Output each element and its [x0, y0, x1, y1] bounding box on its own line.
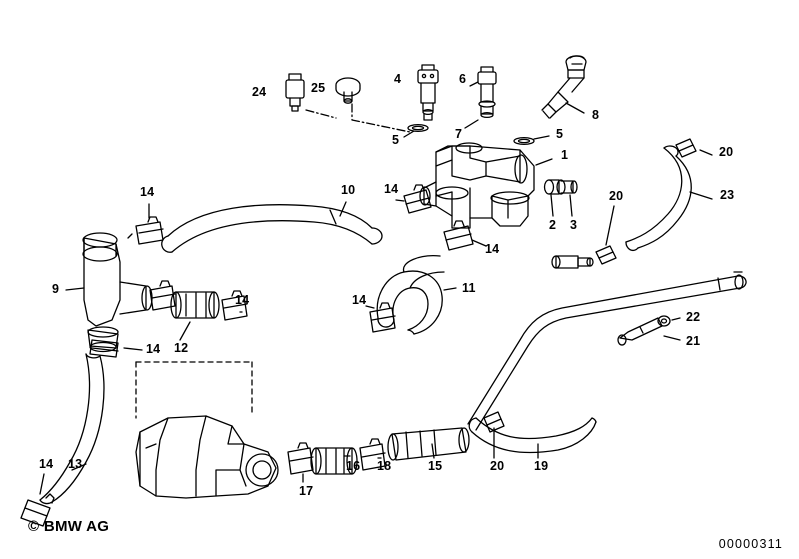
callout-2: 2 — [549, 218, 557, 232]
callout-18: 18 — [377, 459, 392, 473]
bmw-copyright: © BMW AG — [28, 518, 110, 535]
callout-10: 10 — [341, 183, 356, 197]
callout-8: 8 — [592, 108, 600, 122]
callout-3: 3 — [570, 218, 578, 232]
callout-17: 17 — [299, 484, 314, 498]
part-25-cap — [335, 77, 361, 104]
callout-5-left: 5 — [392, 133, 400, 147]
part-8-injector — [541, 55, 587, 119]
callout-7: 7 — [455, 127, 463, 141]
callout-14-b: 14 — [384, 182, 399, 196]
part-14-clamp-g — [20, 493, 55, 527]
callout-25: 25 — [311, 81, 326, 95]
callout-14-c: 14 — [485, 242, 500, 256]
callout-14-f: 14 — [146, 342, 161, 356]
callout-13: 13 — [68, 457, 83, 471]
part-4-sensor — [417, 64, 439, 121]
part-2-3-bolt — [543, 179, 578, 195]
water-pump-housing — [135, 415, 279, 499]
callout-5-right: 5 — [556, 127, 564, 141]
part-23-hose — [625, 145, 692, 252]
callout-20-mid: 20 — [609, 189, 624, 203]
part-11-hose — [376, 255, 445, 335]
callout-9: 9 — [52, 282, 60, 296]
part-20-clamp-top — [675, 138, 697, 158]
callout-19: 19 — [534, 459, 549, 473]
callout-12: 12 — [174, 341, 189, 355]
part-14-clamp-e — [369, 302, 396, 333]
callout-24: 24 — [252, 85, 267, 99]
part-22-washer — [657, 315, 671, 327]
callout-11: 11 — [462, 281, 476, 295]
part-21-bolt — [617, 317, 663, 346]
part-6-sensor — [477, 66, 497, 119]
part-14-clamp-b — [403, 184, 432, 214]
callout-15: 15 — [428, 459, 443, 473]
part-24-switch — [285, 73, 305, 112]
part-14-clamp-f — [443, 220, 474, 251]
callout-4: 4 — [394, 72, 402, 86]
callout-16: 16 — [346, 459, 361, 473]
callout-6: 6 — [459, 72, 467, 86]
part-17-clamp — [287, 442, 314, 475]
callout-20-top: 20 — [719, 145, 734, 159]
part-9-pipe — [82, 232, 153, 353]
part-14-clamp-c — [149, 280, 176, 311]
part-12-hose — [170, 291, 220, 319]
callout-22: 22 — [686, 310, 701, 324]
callout-14-e: 14 — [352, 293, 367, 307]
long-coolant-pipe — [467, 274, 747, 431]
drawing-number: 00000311 — [718, 537, 783, 551]
callout-21: 21 — [686, 334, 701, 348]
part-14-clamp-d — [221, 290, 248, 321]
part-14-clamp-i — [127, 233, 133, 239]
part-20-clamp-mid — [595, 245, 617, 265]
callout-14-d: 14 — [235, 293, 250, 307]
part-13-hose — [39, 353, 105, 505]
part-5-oring-left — [407, 123, 429, 133]
part-5-oring-right — [513, 136, 535, 146]
part-14-clamp-a — [135, 216, 164, 245]
callout-23: 23 — [720, 188, 735, 202]
callout-14-g: 14 — [39, 457, 54, 471]
part-18-clamp — [359, 438, 386, 471]
part-10-hose — [161, 204, 383, 253]
part-14-clamp-h — [89, 339, 119, 358]
part-pipe-nipple — [551, 255, 594, 269]
part-16-hose — [310, 447, 358, 475]
part-19-hose — [468, 417, 597, 454]
callout-14-a: 14 — [140, 185, 155, 199]
part-1-housing — [419, 142, 535, 229]
part-15-hose — [387, 427, 470, 461]
callout-1: 1 — [561, 148, 569, 162]
callout-20-bottom: 20 — [490, 459, 505, 473]
